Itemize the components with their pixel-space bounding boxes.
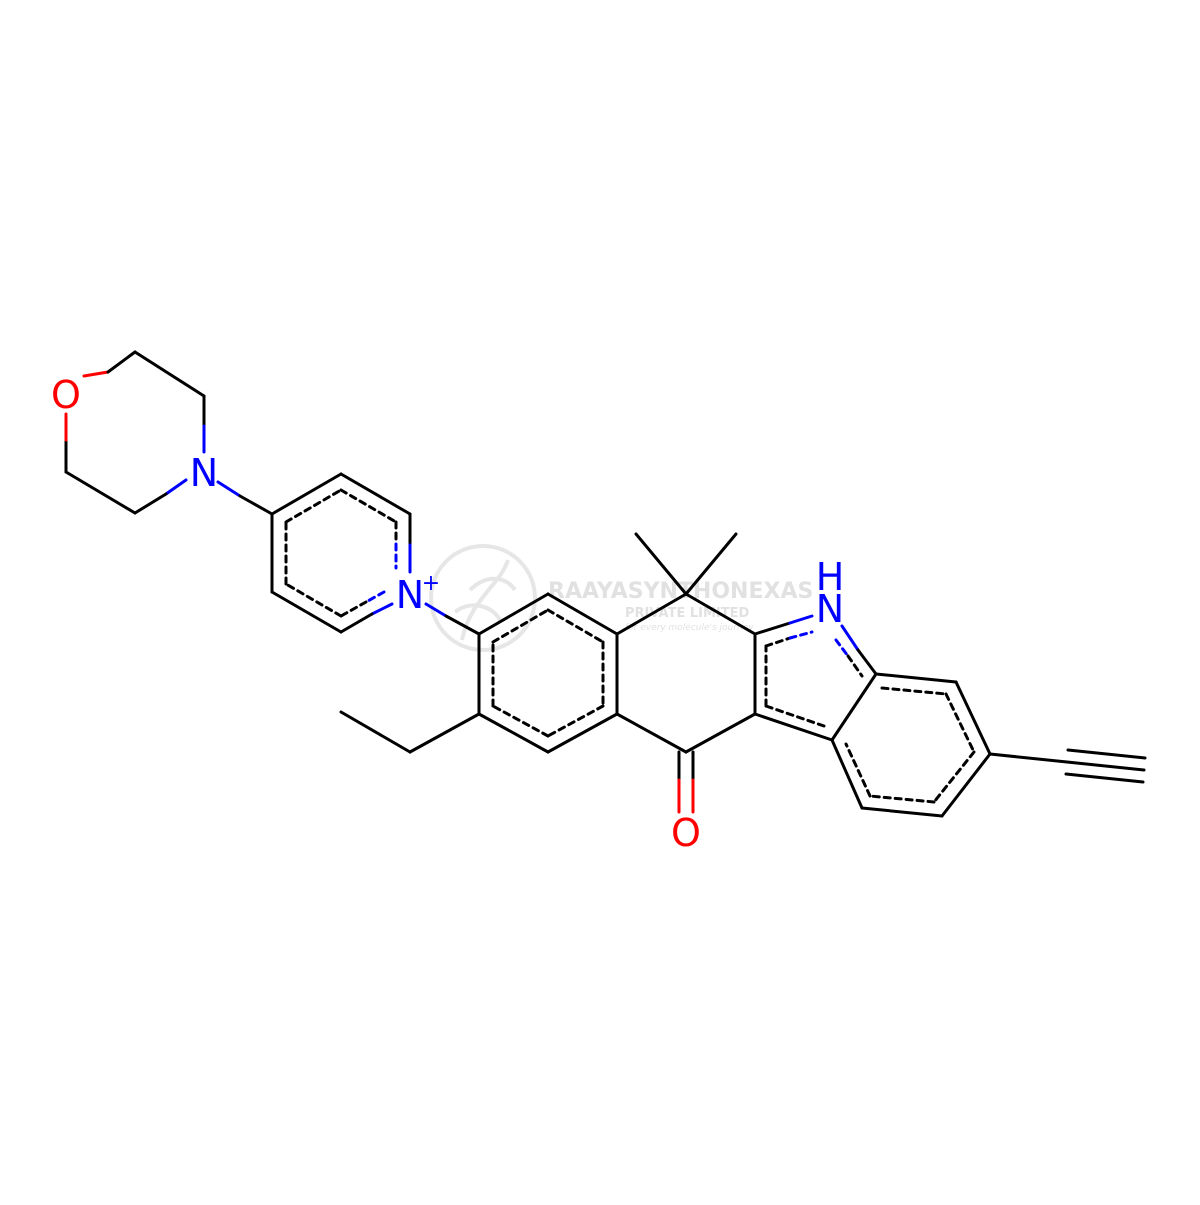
bond-central-4 — [684, 712, 757, 754]
bond-pyrrole-1b — [788, 614, 814, 625]
watermark: RAAYASYNTHONEXAS PRIVATE LIMITED for eve… — [429, 544, 813, 652]
bond-nplus-benz-b — [444, 614, 481, 636]
bond-rbenz-2 — [954, 680, 992, 756]
atom-pyridinium-nitrogen: N — [396, 573, 424, 617]
bond-morph-c3-c4 — [64, 470, 137, 515]
atom-pyridinium-charge: + — [422, 571, 440, 596]
bond-pyr-1 — [270, 472, 343, 516]
atom-ketone-oxygen: O — [671, 811, 701, 855]
bond-central-5 — [615, 712, 688, 754]
bond-pyrrole-2 — [840, 624, 860, 652]
atom-indole-hydrogen: H — [816, 555, 845, 599]
bond-ethynyl-1 — [988, 752, 1069, 764]
bond-benz-4 — [546, 712, 619, 754]
bond-morph-c1-c2 — [133, 350, 206, 398]
bond-pyr-4b — [339, 612, 374, 634]
atom-morpholine-oxygen: O — [51, 373, 81, 417]
bond-n-pyr-b — [238, 494, 274, 516]
bonds — [64, 350, 1147, 818]
bond-n-pyr-a — [216, 480, 242, 498]
bond-benz-1 — [477, 592, 550, 636]
bond-pyrrole-1 — [753, 621, 792, 636]
bond-morph-o-c1b — [106, 350, 137, 374]
bond-pyr-4 — [370, 602, 394, 616]
bond-pyr-2 — [339, 472, 412, 516]
bond-morph-o-c1 — [82, 370, 110, 378]
atom-labels: O N N + H N O — [51, 373, 844, 855]
bond-pyrrole-2b — [856, 648, 878, 676]
pyr-aromatic-dashes — [284, 488, 398, 618]
bond-nplus-benz-a — [424, 602, 448, 618]
rbenz-aromatic-dashes — [844, 686, 976, 804]
pyrrole-aromatic-dashes — [764, 630, 864, 728]
bond-ethyl-1 — [408, 712, 481, 754]
bond-ethyl-2 — [339, 710, 412, 754]
bond-benz-5 — [477, 712, 550, 754]
bond-morph-n-c3b — [133, 492, 168, 515]
atom-indole-nitrogen: N — [816, 587, 844, 631]
watermark-company: RAAYASYNTHONEXAS — [548, 579, 813, 604]
bond-triple-mid — [1065, 760, 1146, 772]
benz-aromatic-dashes — [491, 608, 605, 738]
atom-morpholine-nitrogen: N — [190, 451, 218, 495]
bond-rbenz-4 — [860, 806, 944, 818]
bond-pyrrole-4 — [753, 712, 834, 742]
bond-benz-2 — [546, 592, 619, 636]
bond-central-2 — [684, 592, 757, 636]
watermark-logo-icon — [429, 544, 537, 652]
watermark-tagline: for every molecule's journey — [625, 623, 754, 633]
bond-pyrrole-3 — [830, 672, 878, 742]
bond-triple-top — [1066, 748, 1147, 760]
bond-rbenz-3 — [940, 752, 992, 818]
bond-morph-n-c3 — [164, 478, 188, 496]
bond-methyl-2 — [684, 532, 738, 596]
bond-methyl-1 — [634, 532, 688, 596]
bond-rbenz-5 — [830, 738, 864, 810]
bond-pyr-5 — [270, 590, 343, 634]
bond-central-1 — [615, 592, 688, 636]
bond-triple-bot — [1064, 772, 1145, 784]
bond-rbenz-1 — [874, 672, 958, 684]
